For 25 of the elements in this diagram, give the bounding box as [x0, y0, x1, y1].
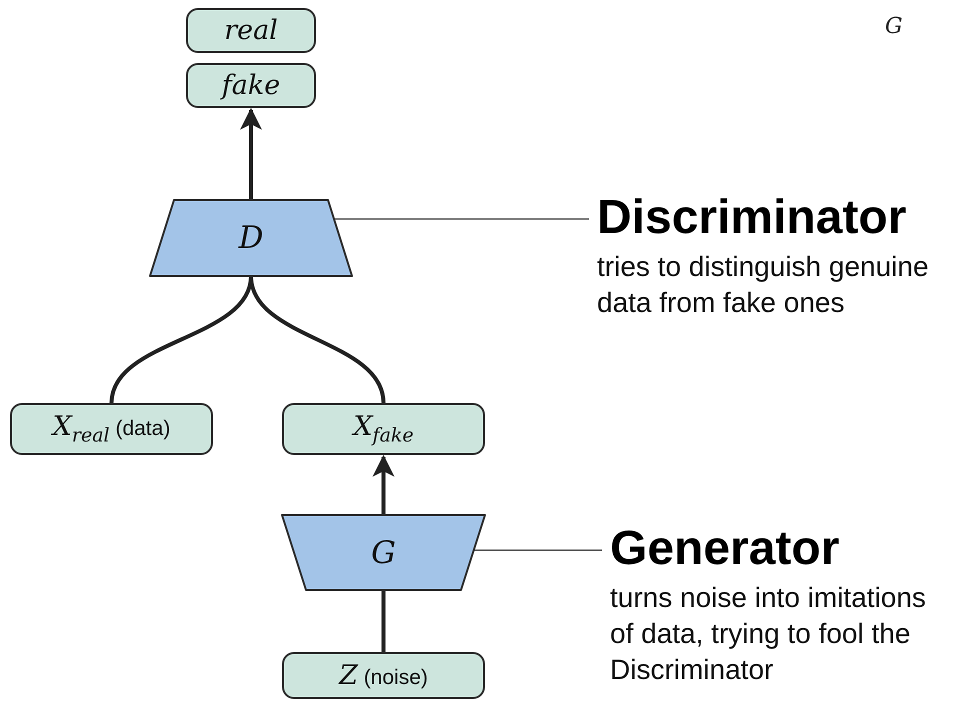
- math-symbol: G: [371, 534, 396, 570]
- math-symbol: D: [238, 220, 264, 256]
- value-box: [282, 652, 485, 699]
- value-box: [186, 63, 316, 108]
- arrow: [372, 454, 394, 515]
- component-description: tries to distinguish genuine data from fake ones: [597, 250, 930, 320]
- math-symbol: real: [224, 15, 278, 46]
- math-symbol: fake: [222, 70, 280, 101]
- arrow: [240, 108, 262, 200]
- math-symbol: X$_{fake}$: [353, 411, 414, 447]
- value-box: [10, 403, 213, 455]
- component-title: Discriminator: [597, 190, 908, 246]
- math-symbol: X$_{real}$ (data): [52, 411, 170, 447]
- component-title: Generator: [610, 521, 840, 576]
- connector-line: [249, 276, 386, 404]
- math-symbol: Z (noise): [339, 660, 428, 691]
- leader-line: [334, 218, 589, 220]
- network-block: [150, 200, 352, 276]
- value-box: [282, 403, 485, 455]
- network-block: [282, 515, 485, 590]
- component-description: turns noise into imitations of data, trying to fool the Discriminator: [610, 581, 927, 687]
- formula-subscript: G: [885, 14, 903, 39]
- connector-line: [382, 590, 386, 652]
- leader-line: [474, 550, 602, 551]
- value-box: [186, 8, 316, 53]
